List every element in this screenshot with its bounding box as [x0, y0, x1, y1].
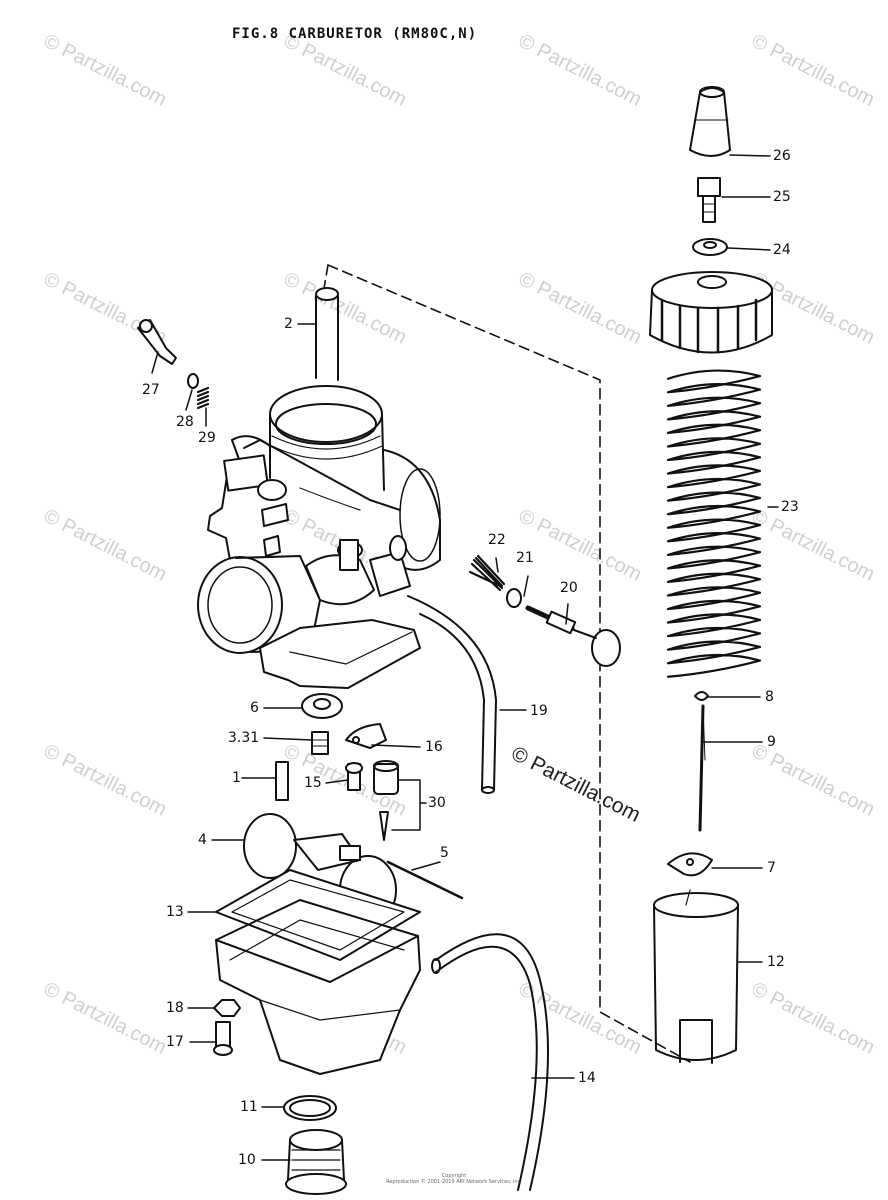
washer-part: [506, 588, 522, 608]
bowl-screw-part: [213, 1021, 233, 1056]
needle-clip-part: [694, 691, 709, 701]
vent-tube-part: [431, 933, 549, 1191]
bowl-gasket-part: [215, 869, 421, 961]
figure-title: FIG.8 CARBURETOR (RM80C,N): [232, 26, 478, 42]
throttle-spring-part: [666, 369, 762, 678]
air-screw-part: [137, 319, 177, 365]
callout-7: 7: [767, 860, 776, 876]
overflow-tube-part: [407, 595, 497, 794]
float-pin-part: [386, 860, 464, 900]
callout-14: 14: [578, 1070, 596, 1086]
callout-1: 1: [232, 770, 241, 786]
top-cap-part: [649, 271, 773, 354]
callout-4: 4: [198, 832, 207, 848]
callout-19: 19: [530, 703, 548, 719]
callout-29: 29: [198, 430, 216, 446]
bowl-o-ring-part: [283, 1095, 337, 1121]
callout-6: 6: [250, 700, 259, 716]
callout-12: 12: [767, 954, 785, 970]
callout-23: 23: [781, 499, 799, 515]
callout-22: 22: [488, 532, 506, 548]
callout-17: 17: [166, 1034, 184, 1050]
needle-jet-part: [275, 761, 289, 801]
callout-8: 8: [765, 689, 774, 705]
footer-line-1: Copyright: [441, 1173, 467, 1179]
callout-30: 30: [428, 795, 446, 811]
callout-20: 20: [560, 580, 578, 596]
drain-plug-part: [213, 999, 241, 1017]
callout-25: 25: [773, 189, 791, 205]
callout-26: 26: [773, 148, 791, 164]
copyright-footer: Copyright Reproduction © 2001-2019 ARI N…: [384, 1173, 524, 1185]
callout-10: 10: [238, 1152, 256, 1168]
callout-9: 9: [767, 734, 776, 750]
callout-24: 24: [773, 242, 791, 258]
air-screw-spring-part: [196, 386, 210, 410]
o-ring-part: [187, 373, 199, 389]
jet-needle-part: [698, 704, 706, 832]
callout-2: 2: [284, 316, 293, 332]
assembly-dashed-line: [327, 264, 691, 1063]
callout-18: 18: [166, 1000, 184, 1016]
callout-16: 16: [425, 739, 443, 755]
callout-11: 11: [240, 1099, 258, 1115]
float-arm-screw-part: [345, 762, 363, 791]
needle-valve-part: [373, 760, 399, 841]
callout-5: 5: [440, 845, 449, 861]
throttle-valve-part: [653, 889, 739, 1064]
rubber-cap-part: [689, 86, 731, 157]
locknut-part: [692, 238, 728, 256]
pilot-spring-part: [468, 554, 506, 592]
cable-adjuster-part: [697, 177, 721, 223]
callout-21: 21: [516, 550, 534, 566]
seal-washer-part: [301, 693, 343, 719]
footer-line-2: Reproduction © 2001-2019 ARI Network Ser…: [386, 1179, 522, 1185]
pilot-screw-part: [525, 605, 621, 667]
bowl-plug-part: [285, 1129, 347, 1195]
callout-27: 27: [142, 382, 160, 398]
leader-lines: [151, 154, 779, 1161]
callout-3-31: 3.31: [228, 730, 260, 746]
needle-plate-part: [667, 852, 713, 877]
carburetor-body: [197, 287, 441, 689]
float-arm-part: [345, 723, 387, 749]
callout-13: 13: [166, 904, 184, 920]
callout-28: 28: [176, 414, 194, 430]
main-jet-part: [311, 731, 329, 755]
float-bowl-part: [215, 899, 421, 1075]
callout-15: 15: [304, 775, 322, 791]
